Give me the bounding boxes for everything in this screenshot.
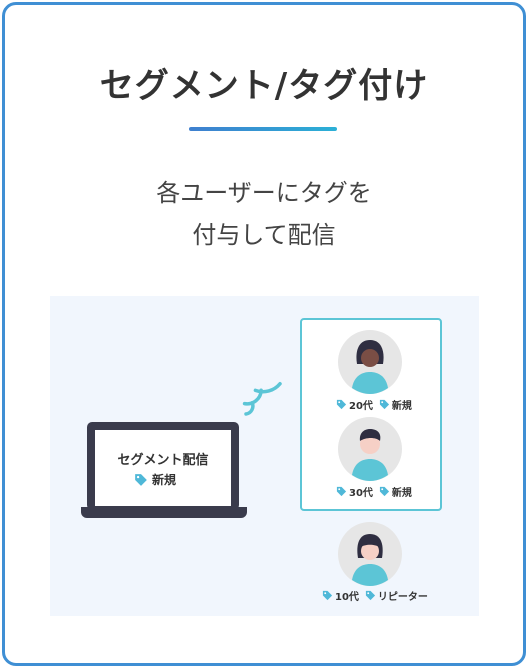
- user-1-tags: 20代 新規: [336, 397, 412, 412]
- subtitle-line-2: 付与して配信: [192, 221, 336, 249]
- tag-chip: 30代: [336, 484, 373, 499]
- tag-chip: リピーター: [365, 588, 428, 603]
- tag-label: 20代: [349, 401, 373, 412]
- laptop-screen-title: セグメント配信: [117, 453, 209, 468]
- tag-label: 新規: [391, 401, 412, 412]
- broadcast-signal-icon: [242, 382, 282, 416]
- laptop-screen-tag: 新規: [134, 471, 176, 488]
- tag-chip: 20代: [336, 397, 373, 412]
- laptop-base: [81, 507, 247, 518]
- title-divider: [189, 127, 337, 131]
- laptop-screen-tag-label: 新規: [152, 473, 177, 487]
- tag-icon: [379, 486, 390, 497]
- user-avatar-3: [338, 522, 402, 586]
- tag-icon: [336, 486, 347, 497]
- tag-icon: [135, 473, 147, 486]
- tag-label: 新規: [391, 488, 412, 499]
- tag-icon: [379, 399, 390, 410]
- user-3-tags: 10代 リピーター: [322, 588, 428, 603]
- user-avatar-1: [338, 330, 402, 394]
- tag-label: 10代: [335, 592, 359, 603]
- user-avatar-2: [338, 417, 402, 481]
- card-subtitle: 各ユーザーにタグを 付与して配信: [0, 172, 528, 256]
- tag-chip: 10代: [322, 588, 359, 603]
- tag-label: リピーター: [377, 592, 428, 603]
- tag-icon: [365, 590, 376, 601]
- card-title: セグメント/タグ付け: [99, 66, 429, 106]
- tag-icon: [336, 399, 347, 410]
- tag-chip: 新規: [379, 484, 412, 499]
- laptop-screen: [95, 430, 231, 506]
- user-2-tags: 30代 新規: [336, 484, 412, 499]
- subtitle-line-1: 各ユーザーにタグを: [156, 179, 372, 207]
- tag-icon: [322, 590, 333, 601]
- tag-label: 30代: [349, 488, 373, 499]
- tag-chip: 新規: [379, 397, 412, 412]
